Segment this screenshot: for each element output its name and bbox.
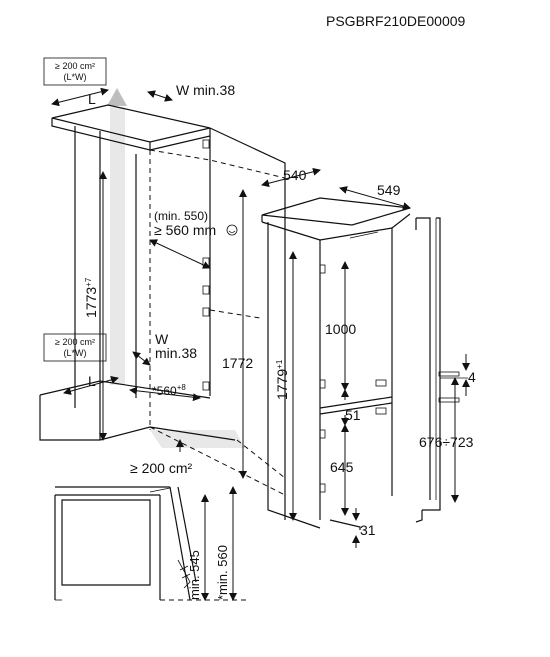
dim-min-560: ≥ 560 mm xyxy=(154,222,216,238)
vent-bottom-label: ≥ 200 cm² xyxy=(55,337,95,347)
dim-niche-height-1773: 1773+7 xyxy=(83,277,99,318)
smiley-icon xyxy=(226,224,238,236)
vent-top-sublabel: (L*W) xyxy=(64,72,87,82)
dim-appliance-width: 540 xyxy=(283,167,307,183)
furniture-door-panel xyxy=(415,217,468,523)
dim-foot-height: 31 xyxy=(360,522,376,538)
vent-bottom-box: ≥ 200 cm² (L*W) xyxy=(43,333,107,362)
vent-top-label: ≥ 200 cm² xyxy=(55,61,95,71)
dim-L-bottom: L xyxy=(88,373,96,389)
document-code: PSGBRF210DE00009 xyxy=(326,13,466,29)
dim-L-top: L xyxy=(88,91,96,107)
detail-cross-section xyxy=(54,486,250,601)
dim-door-offset: 4 xyxy=(468,369,476,385)
dim-W-top: W min.38 xyxy=(176,82,235,98)
floor-vent-label: ≥ 200 cm² xyxy=(130,460,192,476)
dim-door-gap: 51 xyxy=(345,407,361,423)
dim-upper-door: 1000 xyxy=(325,321,356,337)
dim-appliance-depth: 549 xyxy=(377,182,401,198)
dim-W-mid: W xyxy=(155,331,169,347)
niche-cabinet xyxy=(39,88,286,520)
vent-top-box: ≥ 200 cm² (L*W) xyxy=(43,57,107,86)
dim-niche-height-1772: 1772 xyxy=(222,355,253,371)
appliance xyxy=(261,197,411,530)
airflow-arrow-icon xyxy=(107,88,127,106)
dim-W-mid-value: min.38 xyxy=(155,345,197,361)
dim-detail-min-560: *min. 560 xyxy=(215,545,230,600)
dim-appliance-height: 1779+1 xyxy=(274,359,290,400)
dim-door-range: 676÷723 xyxy=(419,434,474,450)
dim-detail-min-545: min. 545 xyxy=(187,550,202,600)
dim-lower-door: 645 xyxy=(330,459,354,475)
vent-bottom-sublabel: (L*W) xyxy=(64,348,87,358)
dim-depth-560: *560+8 xyxy=(152,383,186,398)
dim-min-550: (min. 550) xyxy=(154,209,208,223)
